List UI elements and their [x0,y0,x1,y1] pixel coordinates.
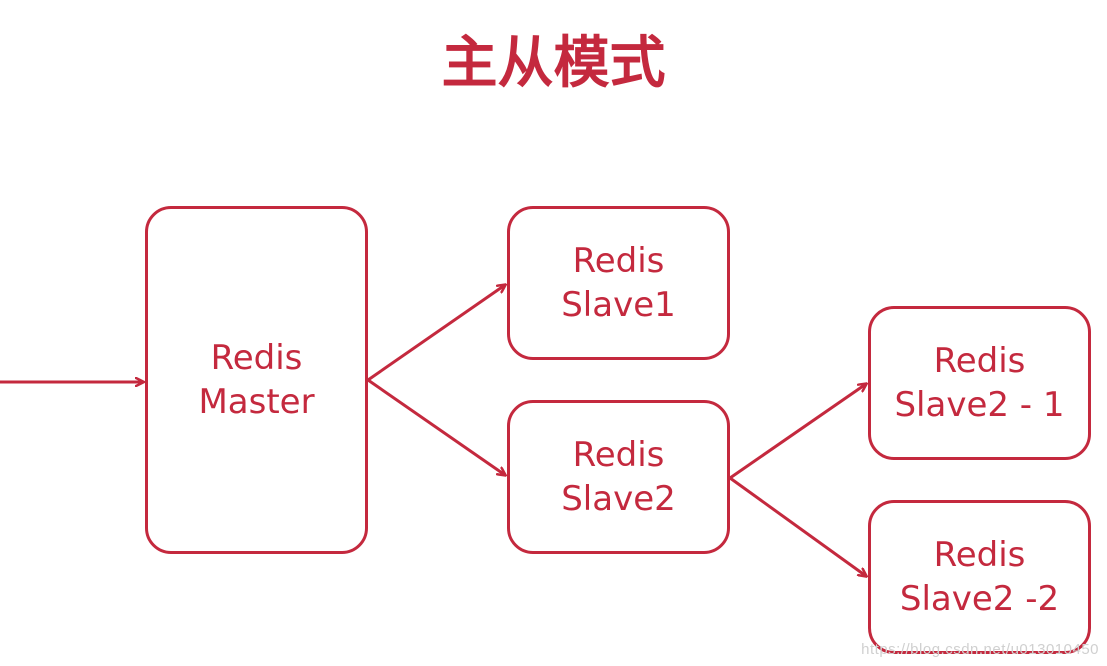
node-redis-slave2: Redis Slave2 [507,400,730,554]
watermark-text: https://blog.csdn.net/u013010450 [861,641,1099,658]
node-label-line1: Redis [933,341,1026,381]
node-redis-slave2-2: Redis Slave2 -2 [868,500,1091,654]
node-label-line1: Redis [572,435,665,475]
node-label-line2: Master [198,382,315,422]
page-title: 主从模式 [441,31,666,96]
node-label-line2: Slave1 [561,285,676,325]
arrow-slave2-to-slave2-2 [729,476,866,576]
arrow-master-to-slave2 [367,378,505,475]
node-label-line1: Redis [933,535,1026,575]
node-label-line2: Slave2 -2 [899,579,1060,619]
node-label-line2: Slave2 - 1 [894,385,1065,425]
node-label-line1: Redis [210,338,303,378]
node-redis-slave1: Redis Slave1 [507,206,730,360]
node-redis-slave2-1: Redis Slave2 - 1 [868,306,1091,460]
node-label-line1: Redis [572,241,665,281]
node-label-line2: Slave2 [561,479,676,519]
arrow-slave2-to-slave2-1 [729,384,866,480]
arrow-master-to-slave1 [367,285,505,382]
node-redis-master: Redis Master [145,206,368,554]
